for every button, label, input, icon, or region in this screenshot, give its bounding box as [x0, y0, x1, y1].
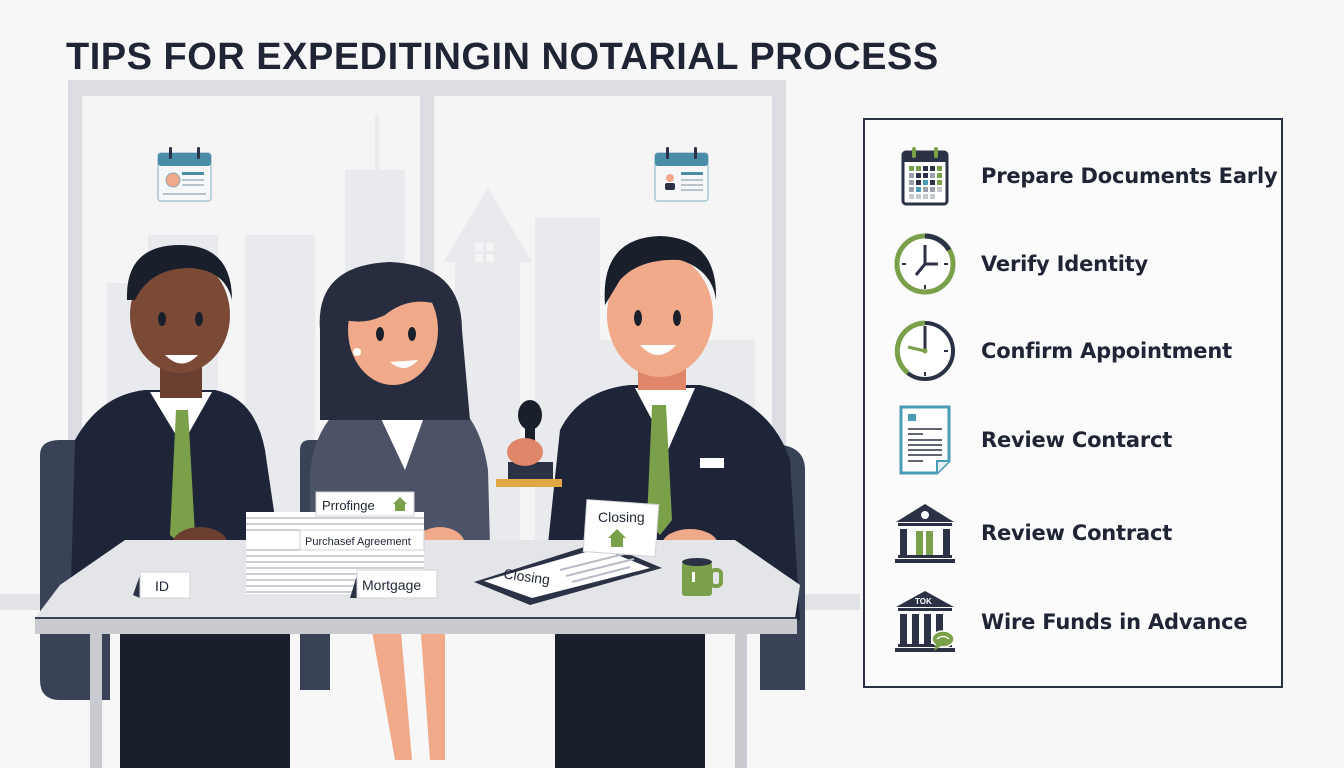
mug-icon: [682, 558, 723, 596]
svg-text:Prrofinge: Prrofinge: [322, 498, 375, 513]
illustration-scene: ID Prrofinge Purchasef Agreement: [0, 80, 860, 768]
svg-text:Mortgage: Mortgage: [362, 577, 421, 593]
tip-confirm-appointment: Confirm Appointment: [865, 319, 1281, 383]
svg-text:TOK: TOK: [915, 597, 932, 606]
tip-prepare-documents: Prepare Documents Early: [865, 146, 1281, 206]
closing-card: Closing: [582, 499, 660, 558]
svg-text:Closing: Closing: [503, 565, 551, 587]
page-title: TIPS FOR EXPEDITINGIN NOTARIAL PROCESS: [66, 36, 939, 78]
calendar-profile-icon: [157, 147, 212, 202]
house-icon: [393, 497, 407, 511]
svg-text:ID: ID: [155, 578, 169, 594]
tip-verify-identity: Verify Identity: [865, 232, 1281, 296]
stamp-icon: [518, 400, 542, 430]
tips-panel: Prepare Documents Early Verify Identity: [863, 118, 1283, 688]
id-card: ID: [133, 571, 191, 599]
bank-icon: [893, 501, 957, 565]
calendar-profile-icon: [654, 147, 709, 202]
clock-icon: [893, 232, 957, 296]
tip-label: Prepare Documents Early: [981, 164, 1278, 188]
tip-label: Review Contract: [981, 521, 1173, 545]
document-icon: [893, 405, 957, 475]
svg-text:Purchasef Agreement: Purchasef Agreement: [305, 536, 411, 548]
tip-label: Confirm Appointment: [981, 339, 1232, 363]
tip-label: Wire Funds in Advance: [981, 610, 1248, 634]
tip-label: Review Contarct: [981, 428, 1173, 452]
house-icon: [608, 529, 626, 547]
clock-icon: [893, 319, 957, 383]
document-stack: Prrofinge Purchasef Agreement Mortgage: [246, 491, 438, 599]
closing-clipboard: Closing: [474, 542, 662, 605]
tip-label: Verify Identity: [981, 252, 1149, 276]
tip-wire-funds: TOK Wire Funds in Advance: [865, 590, 1281, 654]
tip-review-contarct: Review Contarct: [865, 405, 1281, 475]
tip-review-contract: Review Contract: [865, 503, 1281, 563]
bank-chat-icon: TOK: [893, 590, 957, 654]
calendar-icon: [893, 144, 957, 208]
svg-text:Closing: Closing: [598, 509, 645, 525]
